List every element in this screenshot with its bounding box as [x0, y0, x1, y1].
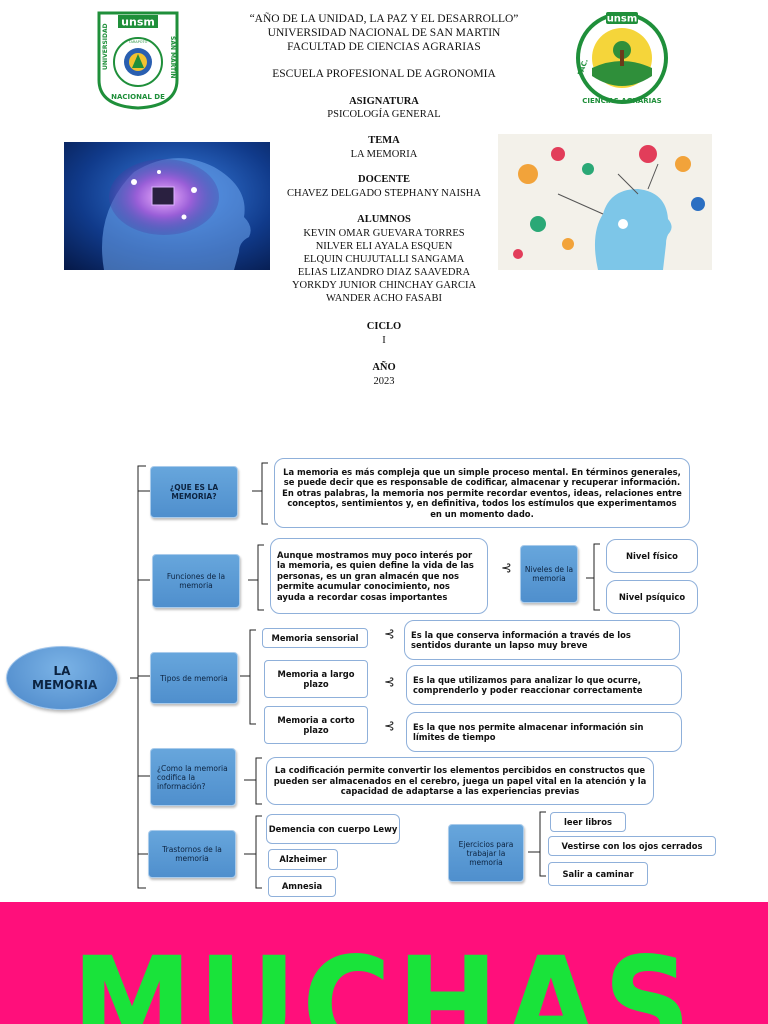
motto: “AÑO DE LA UNIDAD, LA PAZ Y EL DESARROLL…	[249, 13, 519, 25]
subject-label: ASIGNATURA	[349, 96, 419, 107]
students-list: KEVIN OMAR GUEVARA TORRES NILVER ELI AYA…	[0, 227, 768, 305]
university-name: UNIVERSIDAD NACIONAL DE SAN MARTIN	[267, 27, 501, 39]
brain-illustration	[64, 142, 270, 270]
arrow-icon: ⊰	[384, 719, 395, 734]
subject-value: PSICOLOGÍA GENERAL	[327, 109, 441, 120]
year-label: AÑO	[372, 362, 396, 373]
brain-chip-icon	[64, 142, 270, 270]
cycle-value: I	[382, 335, 386, 346]
student-name: WANDER ACHO FASABI	[326, 293, 442, 304]
arrow-icon: ⊰	[501, 561, 512, 576]
disorder-lewy: Demencia con cuerpo Lewy	[266, 814, 400, 844]
type-long-term: Memoria a largo plazo	[264, 660, 368, 698]
year-value: 2023	[373, 376, 395, 387]
students-label: ALUMNOS	[357, 214, 411, 225]
teacher-label: DOCENTE	[358, 174, 410, 185]
exercise-read: leer libros	[550, 812, 626, 832]
svg-text:unsm: unsm	[607, 14, 638, 25]
student-name: ELQUIN CHUJUTALLI SANGAMA	[303, 254, 465, 265]
svg-text:CIENCIAS AGRARIAS: CIENCIAS AGRARIAS	[582, 97, 661, 105]
ideas-head-icon	[498, 134, 712, 270]
type-short-term-desc: Es la que nos permite almacenar informac…	[406, 712, 682, 752]
svg-text:TARAPOTO: TARAPOTO	[128, 40, 148, 44]
svg-text:UNIVERSIDAD: UNIVERSIDAD	[102, 23, 109, 70]
type-sensory: Memoria sensorial	[262, 628, 368, 648]
teacher-value: CHAVEZ DELGADO STEPHANY NAISHA	[287, 188, 481, 199]
student-name: NILVER ELI AYALA ESQUEN	[315, 241, 453, 252]
disorders-node: Trastornos de la memoria	[148, 830, 236, 878]
exercise-dress: Vestirse con los ojos cerrados	[548, 836, 716, 856]
arrow-icon: ⊰	[384, 627, 395, 642]
topic-value: LA MEMORIA	[350, 149, 418, 160]
faculty-name: FACULTAD DE CIENCIAS AGRARIAS	[287, 41, 481, 53]
svg-text:SAN MARTIN: SAN MARTIN	[169, 36, 176, 78]
unsm-shield-icon: unsm UNIVERSIDAD SAN MARTIN NACIONAL DE …	[97, 11, 179, 110]
map-connectors	[130, 462, 600, 889]
arrow-icon: ⊰	[384, 675, 395, 690]
exercise-walk: Salir a caminar	[548, 862, 648, 886]
level-psychic: Nivel psíquico	[606, 580, 698, 614]
exercises-node: Ejercicios para trabajar la memoria	[448, 824, 524, 882]
ideas-head-illustration	[498, 134, 712, 270]
root-label: LA MEMORIA	[32, 664, 98, 692]
topic-label: TEMA	[368, 135, 400, 146]
type-long-term-desc: Es la que utilizamos para analizar lo qu…	[406, 665, 682, 705]
types-node: Tipos de memoria	[150, 652, 238, 704]
svg-text:NACIONAL DE: NACIONAL DE	[111, 93, 165, 101]
coding-node: ¿Como la memoria codifica la información…	[150, 748, 236, 806]
student-name: KEVIN OMAR GUEVARA TORRES	[303, 228, 465, 239]
faculty-logo: unsm CIENCIAS AGRARIAS FAC.	[574, 6, 670, 106]
closing-banner: MUCHAS	[0, 902, 768, 1024]
coding-text: La codificación permite convertir los el…	[266, 757, 654, 805]
what-is-memory-text: La memoria es más compleja que un simple…	[274, 458, 690, 528]
root-node: LA MEMORIA	[6, 646, 118, 710]
disorder-alzheimer: Alzheimer	[268, 849, 338, 870]
type-short-term: Memoria a corto plazo	[264, 706, 368, 744]
cycle-label: CICLO	[366, 321, 402, 332]
levels-node: Niveles de la memoria	[520, 545, 578, 603]
functions-text: Aunque mostramos muy poco interés por la…	[270, 538, 488, 614]
level-physical: Nivel físico	[606, 539, 698, 573]
type-sensory-desc: Es la que conserva información a través …	[404, 620, 680, 660]
logo-mark: unsm	[121, 16, 155, 29]
school-name: ESCUELA PROFESIONAL DE AGRONOMIA	[272, 68, 496, 80]
agrarias-emblem-icon: unsm CIENCIAS AGRARIAS FAC.	[576, 12, 668, 105]
banner-text: MUCHAS	[71, 929, 697, 1024]
what-is-memory-node: ¿QUE ES LA MEMORIA?	[150, 466, 238, 518]
student-name: YORKDY JUNIOR CHINCHAY GARCIA	[291, 280, 477, 291]
unsm-logo: unsm UNIVERSIDAD SAN MARTIN NACIONAL DE …	[96, 10, 180, 110]
functions-node: Funciones de la memoria	[152, 554, 240, 608]
disorder-amnesia: Amnesia	[268, 876, 336, 897]
student-name: ELIAS LIZANDRO DIAZ SAAVEDRA	[297, 267, 471, 278]
